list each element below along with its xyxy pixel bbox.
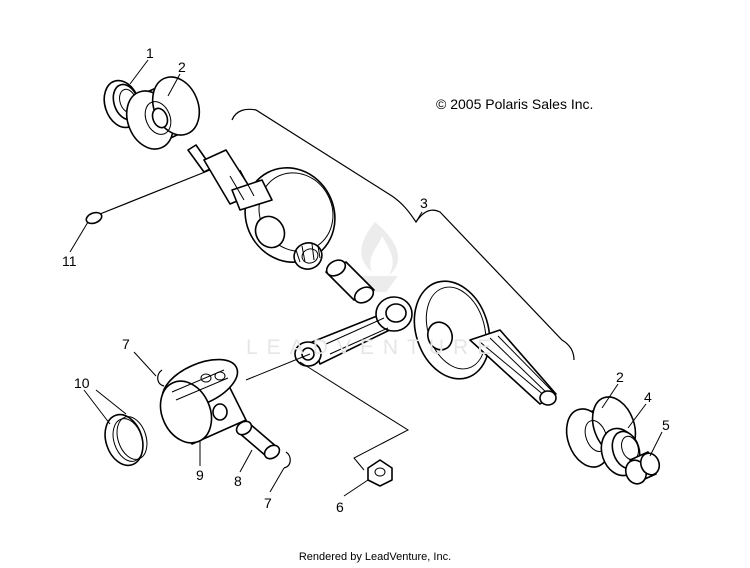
callout-7-lower: 7 xyxy=(264,495,272,511)
callout-6: 6 xyxy=(336,499,344,515)
callout-8: 8 xyxy=(234,473,242,489)
copyright-notice: © 2005 Polaris Sales Inc. xyxy=(436,96,594,112)
needle-bearing xyxy=(293,242,323,270)
connecting-rod xyxy=(294,296,413,367)
part-5-bushing xyxy=(624,451,661,485)
callout-7-upper: 7 xyxy=(122,336,130,352)
crankshaft-right-half xyxy=(413,280,557,406)
part-2-bearing-upper xyxy=(125,76,201,150)
callout-1: 1 xyxy=(146,45,154,61)
callout-9: 9 xyxy=(196,467,204,483)
part-8-piston-pin xyxy=(235,420,281,460)
watermark-text: LEADVENTURE xyxy=(246,336,501,359)
assembly-leader-lines xyxy=(245,353,410,471)
callout-11: 11 xyxy=(62,253,77,269)
callout-leaders xyxy=(69,59,663,497)
part-7-circlip-upper xyxy=(157,369,165,387)
crank-pin xyxy=(325,259,375,304)
part-10-piston-rings xyxy=(104,413,148,467)
render-credit: Rendered by LeadVenture, Inc. xyxy=(298,551,452,563)
callout-10: 10 xyxy=(74,375,90,391)
callout-4: 4 xyxy=(644,389,652,405)
part-7-circlip-lower xyxy=(283,451,291,469)
callout-3: 3 xyxy=(420,195,428,211)
part-11-woodruff-key xyxy=(85,211,103,225)
callout-2-lower: 2 xyxy=(616,369,624,385)
callout-5: 5 xyxy=(662,417,670,433)
crankshaft-axis-line xyxy=(99,169,211,215)
callout-2-upper: 2 xyxy=(178,59,186,75)
part-9-piston xyxy=(159,358,247,445)
part-6-nut xyxy=(367,459,393,487)
crankshaft-left-half xyxy=(187,144,336,263)
